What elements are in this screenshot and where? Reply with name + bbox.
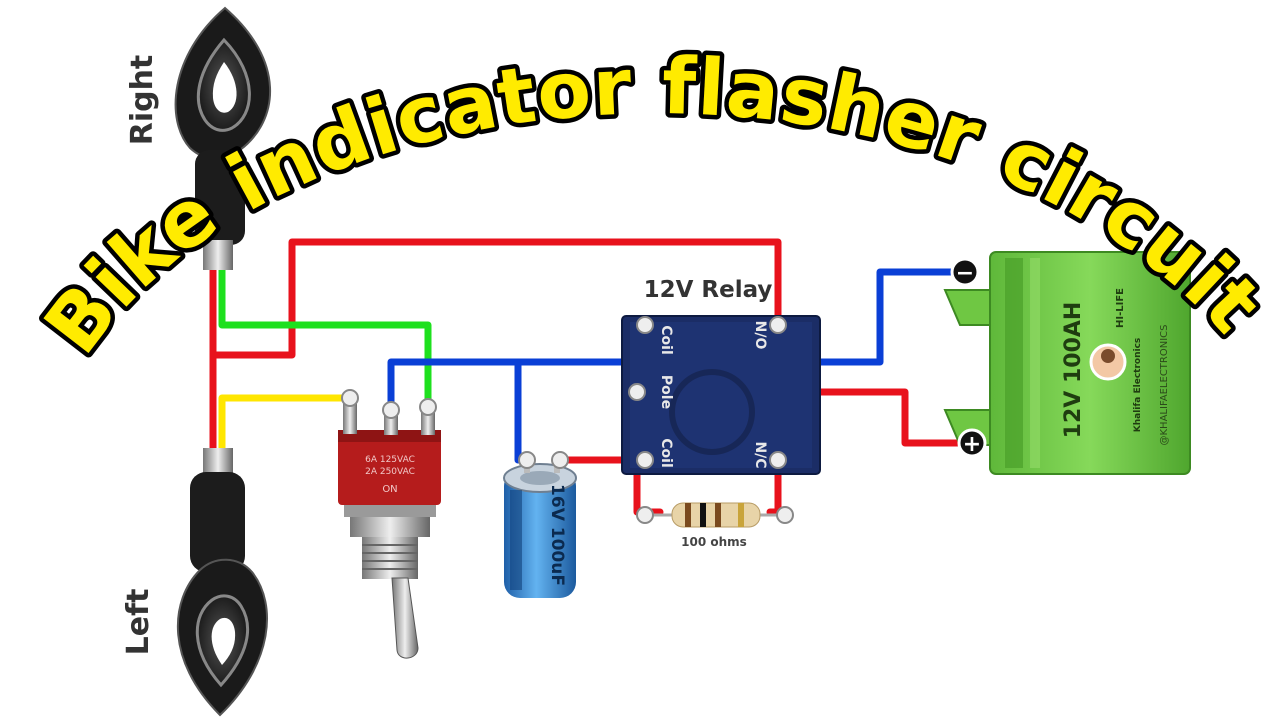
switch-terminals — [341, 389, 437, 419]
wire-blue — [387, 268, 969, 409]
toggle-switch[interactable]: 6A 125VAC 2A 250VAC ON — [338, 398, 441, 659]
left-indicator-label: Left — [121, 589, 156, 656]
wire-green — [218, 266, 432, 409]
right-indicator — [174, 6, 271, 270]
right-indicator-label: Right — [125, 55, 160, 146]
left-indicator — [176, 448, 268, 717]
switch-rating-1: 6A 125VAC — [365, 455, 415, 465]
resistor-terminals — [636, 506, 794, 524]
positive-sign: + — [963, 432, 981, 457]
battery-terminal-positive: + — [957, 428, 987, 458]
battery-credit-2: @KHALIFAELECTRONICS — [1159, 325, 1170, 446]
relay-pin-coil-bottom: Coil — [658, 438, 674, 468]
battery-brand: HI-LIFE — [1115, 288, 1126, 328]
wire-yellow — [218, 394, 354, 454]
battery-label: 12V 100AH — [1061, 302, 1086, 439]
battery-terminal-negative: − — [950, 257, 980, 287]
capacitor-terminals — [518, 451, 569, 469]
relay-pin-nc: N/C — [752, 441, 768, 468]
wire-red-top — [209, 238, 782, 359]
capacitor-label: 16V 100uF — [547, 484, 567, 586]
switch-rating-2: 2A 250VAC — [365, 467, 415, 477]
battery-credit-1: Khalifa Electronics — [1133, 338, 1143, 433]
relay-pin-no: N/O — [752, 321, 768, 350]
relay: 12V Relay Coil N/O Pole Coil N/C — [621, 277, 821, 475]
relay-pin-pole: Pole — [658, 375, 674, 409]
relay-terminals — [628, 316, 787, 469]
resistor-label: 100 ohms — [681, 535, 747, 549]
resistor: 100 ohms — [645, 502, 785, 549]
relay-pin-coil-top: Coil — [658, 325, 674, 355]
relay-label: 12V Relay — [644, 277, 773, 303]
negative-sign: − — [956, 261, 974, 286]
wires — [209, 238, 972, 516]
capacitor: 16V 100uF — [503, 455, 577, 598]
switch-marking: ON — [382, 484, 397, 495]
